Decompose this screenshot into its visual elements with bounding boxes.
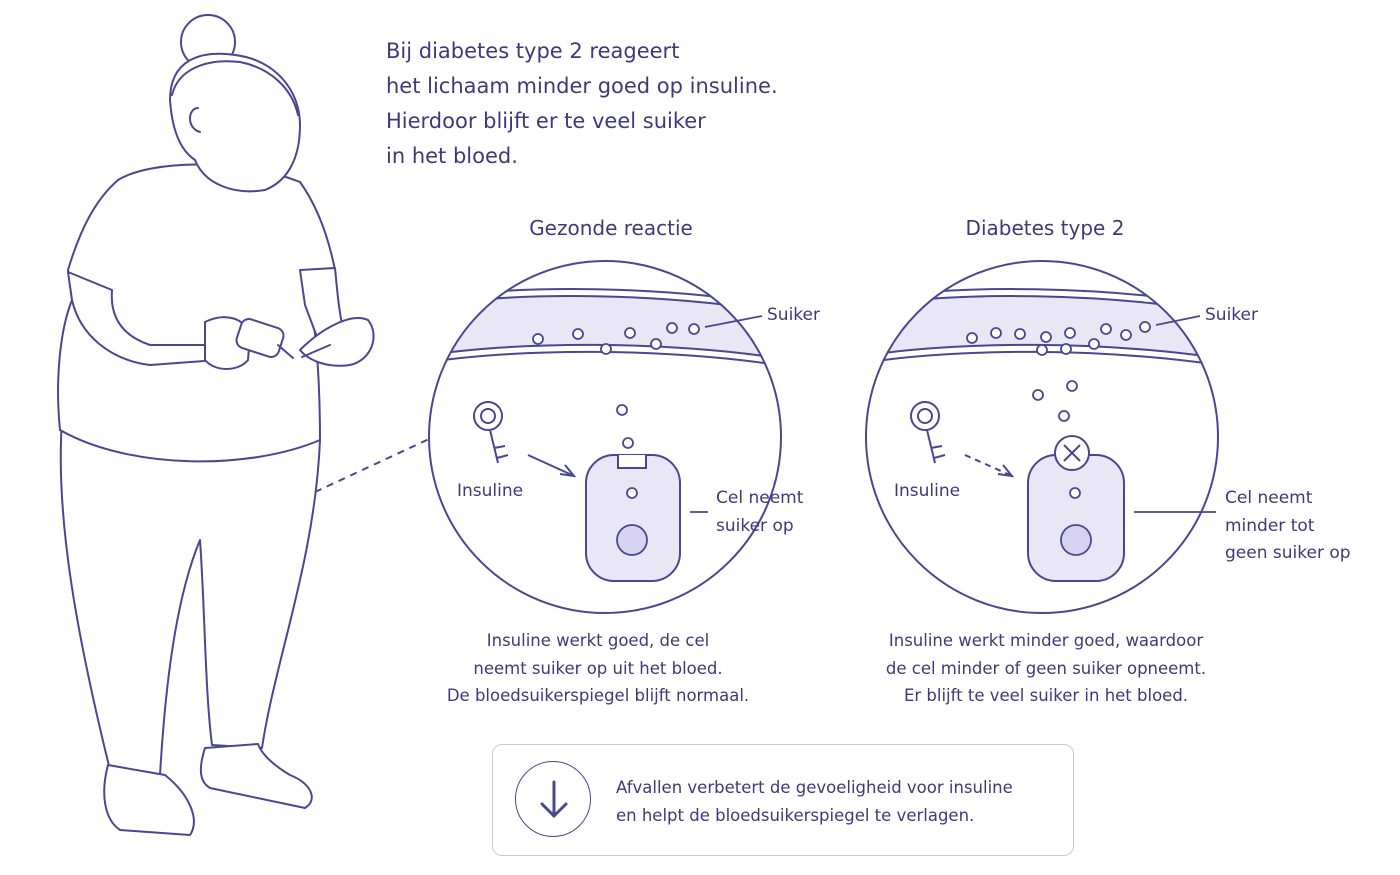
panel-caption-healthy: Insuline werkt goed, de cel neemt suiker… (378, 627, 818, 710)
sugar-pointer (1155, 315, 1201, 326)
left-arm (67, 271, 219, 366)
cell-label-line: minder tot (1225, 515, 1315, 536)
caption-line: Insuline werkt minder goed, waardoor (888, 631, 1204, 650)
cell-label: Cel neemt suiker op (716, 485, 803, 540)
cell-nucleus (616, 524, 648, 556)
sugar-label: Suiker (767, 305, 820, 325)
panel-title-diabetes: Diabetes type 2 (965, 216, 1125, 240)
arrow-to-cell (527, 454, 577, 478)
insulin-label: Insuline (457, 481, 524, 501)
right-hand (299, 317, 375, 367)
callout-line: en helpt de bloedsuikerspiegel te verlag… (616, 806, 975, 825)
blood-vessel (429, 295, 781, 367)
caption-line: Er blijft te veel suiker in het bloed. (903, 686, 1189, 705)
caption-line: de cel minder of geen suiker opneemt. (885, 658, 1207, 678)
right-shoe (199, 743, 313, 809)
intro-line: Bij diabetes type 2 reageert (386, 39, 680, 63)
cell-label-line: geen suiker op (1225, 543, 1351, 563)
caption-line: neemt suiker op uit het bloed. (473, 658, 723, 678)
panel-title-healthy: Gezonde reactie (529, 216, 693, 240)
callout-line: Afvallen verbetert de gevoeligheid voor … (616, 778, 1013, 797)
left-shoe (103, 764, 195, 836)
panel-caption-diabetes: Insuline werkt minder goed, waardoor de … (826, 627, 1266, 710)
cell (585, 454, 681, 582)
intro-text: Bij diabetes type 2 reageert het lichaam… (386, 34, 778, 174)
sugar-label: Suiker (1205, 305, 1258, 325)
cell-label-line: Cel neemt (1225, 488, 1313, 508)
test-strip (277, 344, 294, 359)
insulin-label: Insuline (894, 481, 961, 501)
cell-label-line: suiker op (716, 515, 794, 536)
callout-text: Afvallen verbetert de gevoeligheid voor … (616, 774, 1013, 830)
intro-line: Hierdoor blijft er te veel suiker (386, 109, 706, 133)
hair (171, 60, 299, 116)
weight-loss-callout: Afvallen verbetert de gevoeligheid voor … (492, 744, 1074, 856)
blood-vessel (866, 295, 1218, 367)
woman-figure (57, 14, 375, 836)
intro-line: in het bloed. (386, 144, 518, 168)
ear (189, 107, 201, 133)
sugar-particles (532, 322, 700, 449)
glucose-meter (235, 318, 285, 358)
cell-receptor-open (617, 455, 647, 469)
connector-line (314, 419, 471, 493)
head (169, 52, 301, 193)
lancet (301, 344, 331, 358)
caption-line: Insuline werkt goed, de cel (486, 631, 710, 650)
cell-label-line: Cel neemt (716, 488, 804, 508)
cell-label: Cel neemt minder tot geen suiker op (1225, 485, 1351, 568)
cell-nucleus (1060, 524, 1092, 556)
legs (59, 419, 321, 776)
panel-diabetes-circle (865, 260, 1219, 614)
sugar-particles (966, 321, 1151, 422)
caption-line: De bloedsuikerspiegel blijft normaal. (446, 686, 750, 705)
key-icon (910, 401, 946, 464)
key-icon (473, 401, 509, 464)
intro-line: het lichaam minder goed op insuline. (386, 74, 778, 98)
sugar-pointer (704, 315, 763, 328)
cell (1027, 454, 1125, 582)
dashed-arrow-to-cell (964, 454, 1015, 478)
panel-healthy-circle (428, 260, 782, 614)
arrow-down-icon (515, 761, 591, 837)
